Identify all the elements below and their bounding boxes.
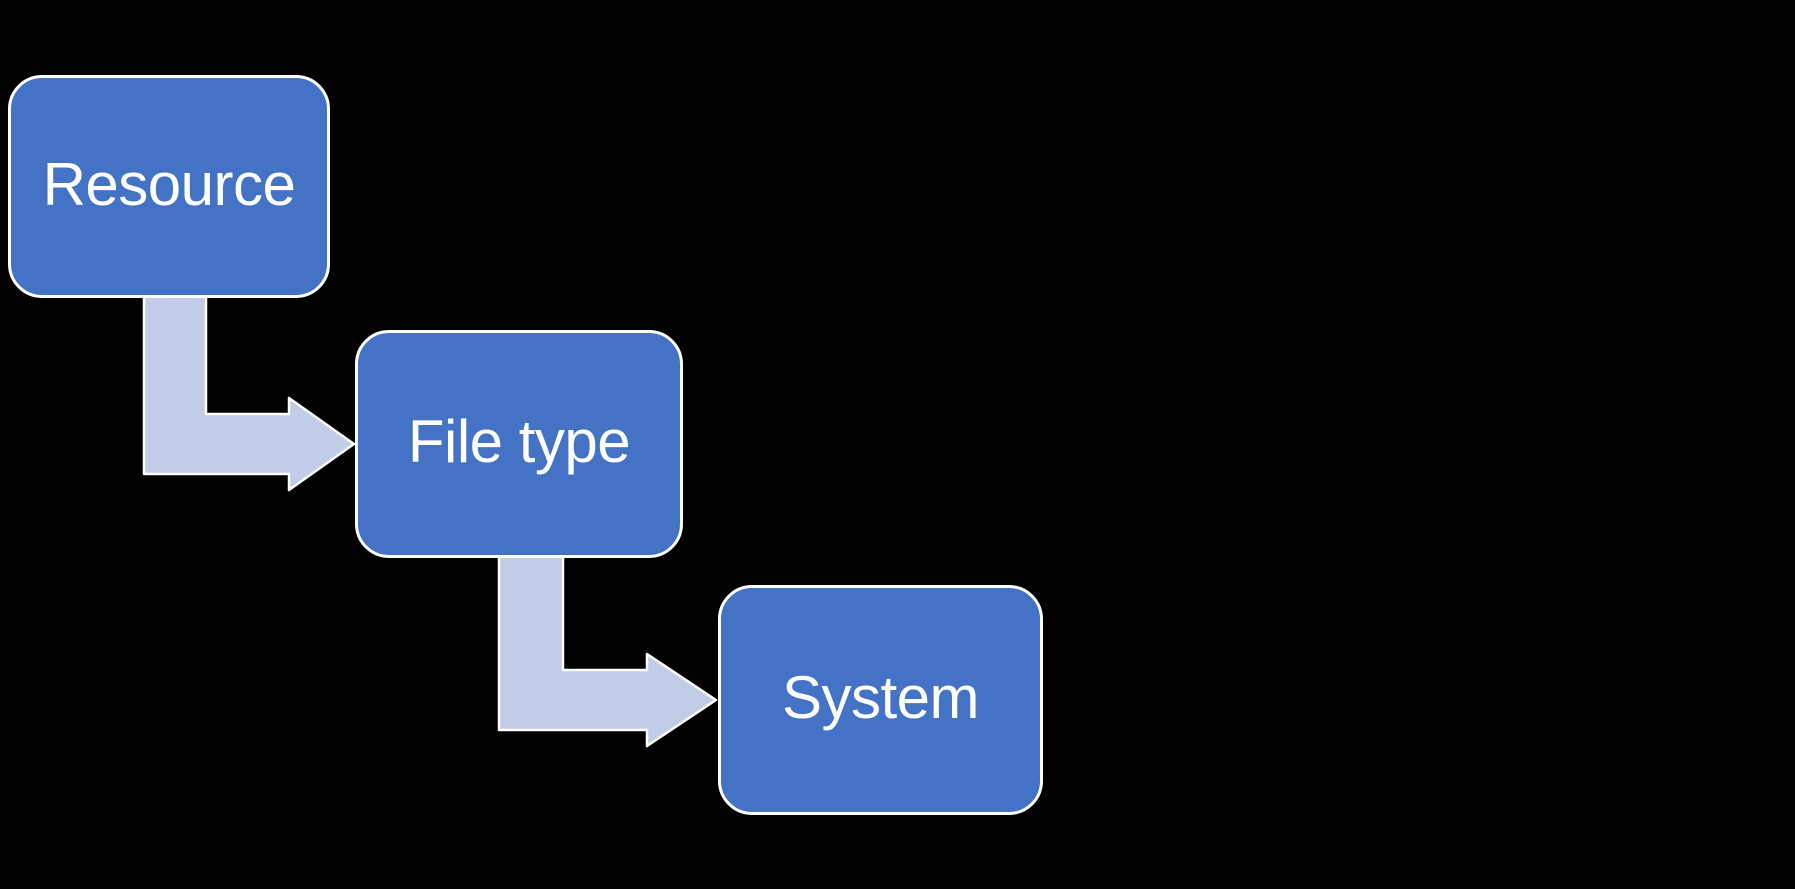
node-resource-label: Resource — [42, 150, 296, 218]
node-file-type-label: File type — [407, 408, 631, 475]
node-system: System — [718, 585, 1043, 815]
elbow-arrow-filetype-to-system-icon — [497, 548, 718, 748]
elbow-arrow-resource-to-filetype-icon — [142, 288, 356, 492]
node-system-label: System — [781, 664, 980, 731]
node-resource: Resource — [8, 75, 330, 298]
node-file-type: File type — [355, 330, 683, 558]
